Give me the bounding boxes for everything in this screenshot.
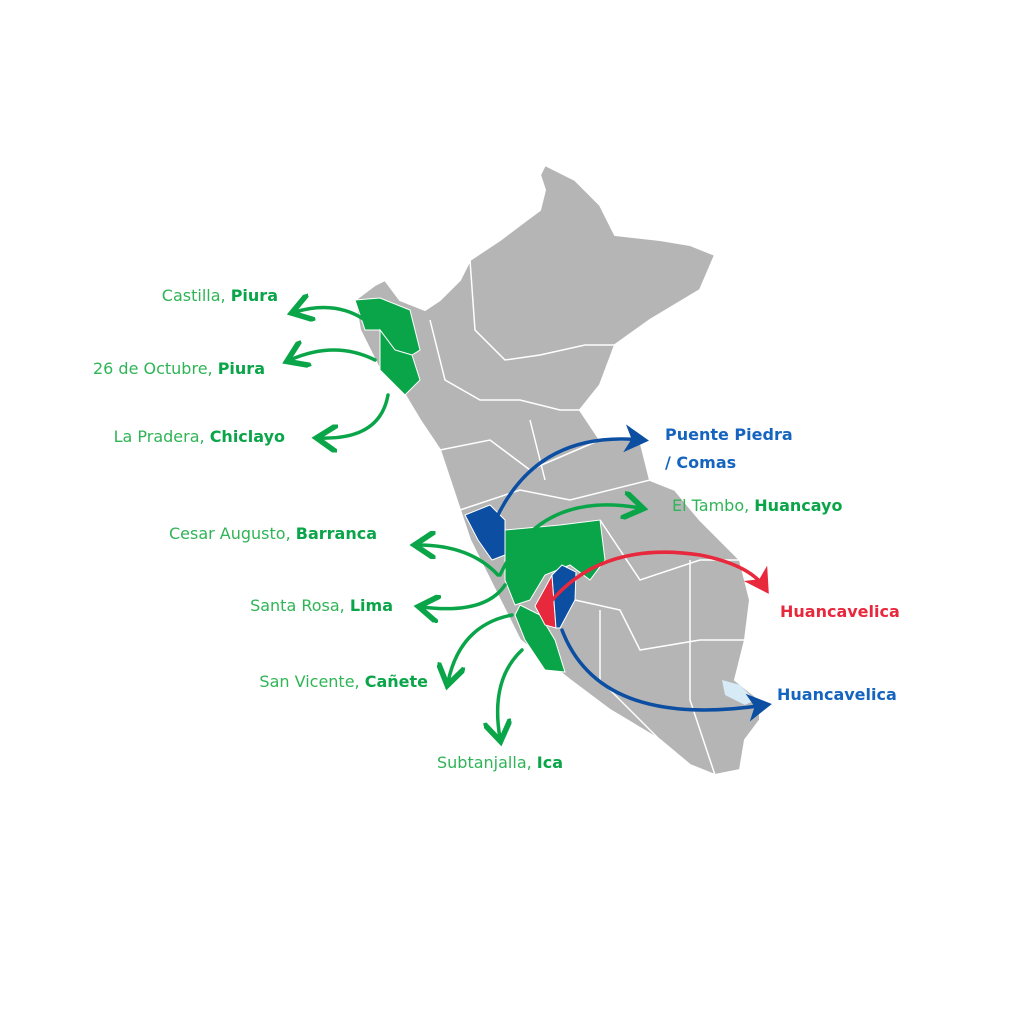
label-huancavelica-red: Huancavelica — [780, 602, 900, 621]
arrow-santarosa — [422, 583, 507, 609]
place-name: Subtanjalla, — [437, 753, 537, 772]
region-ancash-lima — [504, 519, 606, 606]
region-lambayeque — [379, 328, 421, 396]
region-name: Lima — [349, 596, 393, 615]
region-name: Piura — [230, 286, 278, 305]
place-name: San Vicente, — [259, 672, 365, 691]
arrow-eltambo — [498, 505, 640, 577]
label-santa-rosa: Santa Rosa, Lima — [250, 596, 393, 615]
place-name-2: / Comas — [665, 453, 737, 472]
arrow-octubre — [290, 350, 377, 360]
region-name: Huancayo — [754, 496, 843, 515]
arrow-sanvicente — [448, 613, 514, 682]
region-name: Chiclayo — [209, 427, 285, 446]
arrow-puente-piedra — [496, 424, 649, 517]
arrow-subtanjalla — [498, 648, 524, 738]
region-name: Ica — [536, 753, 564, 772]
label-castilla: Castilla, Piura — [162, 286, 278, 305]
place-name: Cesar Augusto, — [168, 524, 296, 543]
label-huancavelica-blue: Huancavelica — [777, 685, 897, 704]
arrow-pradera — [320, 393, 390, 438]
place-name: Puente Piedra — [665, 425, 793, 444]
place-name: 26 de Octubre, — [92, 359, 218, 378]
place-name: La Pradera, — [113, 427, 210, 446]
place-name: El Tambo, — [672, 496, 755, 515]
label-el-tambo: El Tambo, Huancayo — [672, 496, 842, 515]
arrow-huancavelica-blue — [560, 628, 772, 722]
label-26-de-octubre: 26 de Octubre, Piura — [93, 359, 265, 378]
region-name: Piura — [217, 359, 265, 378]
arrow-castilla — [295, 308, 367, 321]
arrow-cesar — [418, 545, 500, 577]
label-subtanjalla: Subtanjalla, Ica — [437, 753, 563, 772]
peru-outline — [353, 163, 761, 777]
label-san-vicente: San Vicente, Cañete — [259, 672, 428, 691]
place-name: Santa Rosa, — [250, 596, 350, 615]
label-la-pradera: La Pradera, Chiclayo — [114, 427, 285, 446]
place-name: Castilla, — [161, 286, 231, 305]
arrow-huancavelica-red — [546, 550, 769, 607]
region-lima-blue — [464, 504, 506, 561]
label-cesar-augusto: Cesar Augusto, Barranca — [169, 524, 377, 543]
label-puente-piedra: Puente Piedra / Comas — [665, 421, 793, 477]
region-name: Cañete — [364, 672, 428, 691]
region-name: Barranca — [295, 524, 377, 543]
